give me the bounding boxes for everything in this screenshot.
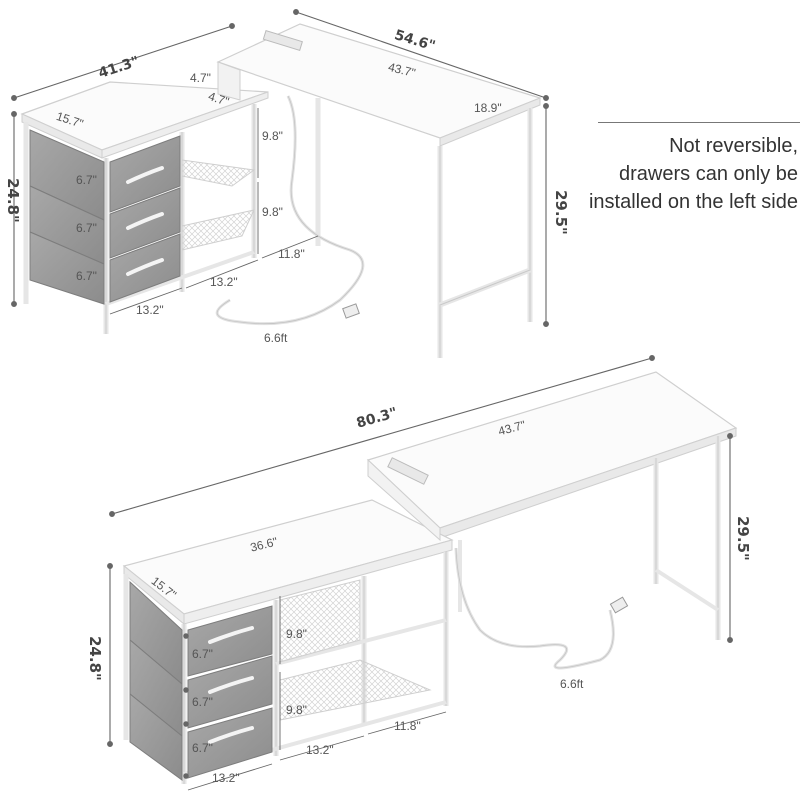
dim-bottom-desk-width: 43.7" bbox=[497, 418, 527, 439]
drawer-handle-3 bbox=[126, 258, 164, 276]
dim-bottom-height-left: 24.8" bbox=[86, 636, 104, 681]
top-shelf-lower bbox=[181, 209, 255, 251]
dim-bottom-cord-length: 6.6ft bbox=[560, 677, 584, 691]
dim-bottom-total-width: 80.3" bbox=[355, 405, 400, 432]
dim-top-drawer-width: 13.2" bbox=[136, 303, 164, 317]
dim-top-drawer2: 6.7" bbox=[76, 221, 97, 235]
dim-bottom-height-right: 29.5" bbox=[734, 516, 752, 561]
note-line-3: installed on the left side bbox=[588, 191, 798, 213]
dim-bottom-cab-top: 36.6" bbox=[249, 534, 279, 554]
dim-bottom-drawer-width: 13.2" bbox=[212, 771, 240, 785]
dim-top-riser-h: 4.7" bbox=[190, 71, 211, 85]
bottom-drawers bbox=[129, 580, 273, 781]
bottom-drawer-handle-2 bbox=[208, 676, 254, 694]
note-divider bbox=[598, 122, 800, 123]
dim-top-riser-w: 4.7" bbox=[207, 89, 231, 109]
bottom-power-cord bbox=[454, 547, 615, 670]
bottom-dimension-labels: 80.3" 43.7" 36.6" 15.7" 24.8" 29.5" 6.7"… bbox=[86, 405, 752, 785]
dim-top-height-left: 24.8" bbox=[4, 178, 22, 223]
dim-bottom-drawer3: 6.7" bbox=[192, 741, 213, 755]
dim-top-drawer3: 6.7" bbox=[76, 269, 97, 283]
bottom-dimension-lines bbox=[107, 355, 733, 791]
top-plug bbox=[342, 303, 360, 319]
dim-top-shelf-width: 11.8" bbox=[278, 247, 305, 261]
dim-top-desk-depth: 18.9" bbox=[474, 101, 502, 115]
top-drawers bbox=[29, 129, 181, 305]
dim-bottom-mid-width: 13.2" bbox=[306, 743, 334, 757]
note-line-2: drawers can only be bbox=[619, 163, 798, 185]
dim-bottom-drawer1: 6.7" bbox=[192, 647, 213, 661]
drawer-handle-2 bbox=[126, 212, 164, 230]
installation-note: Not reversible, drawers can only be inst… bbox=[558, 132, 798, 216]
dim-top-cord-length: 6.6ft bbox=[264, 331, 288, 345]
dim-top-cabinet-width: 41.3" bbox=[97, 54, 142, 82]
bottom-plug bbox=[609, 596, 629, 614]
top-shelf-upper bbox=[181, 159, 256, 187]
bottom-drawer-handle-1 bbox=[208, 626, 254, 644]
dim-top-drawer1: 6.7" bbox=[76, 173, 97, 187]
bottom-power-strip bbox=[387, 457, 429, 485]
dim-bottom-drawer2: 6.7" bbox=[192, 695, 213, 709]
top-dimension-lines bbox=[11, 9, 549, 327]
bottom-drawer-handle-3 bbox=[208, 726, 254, 744]
drawer-handle-1 bbox=[126, 166, 164, 184]
dim-top-shelf1: 9.8" bbox=[262, 129, 283, 143]
top-desk-illustration bbox=[20, 23, 542, 358]
bottom-desk-illustration bbox=[122, 371, 738, 784]
note-line-1: Not reversible, bbox=[669, 135, 798, 157]
dim-bottom-shelf2: 9.8" bbox=[286, 703, 307, 717]
dim-bottom-shelf1: 9.8" bbox=[286, 627, 307, 641]
top-power-strip bbox=[262, 29, 303, 51]
dim-top-mid-width: 13.2" bbox=[210, 275, 238, 289]
dim-top-desk-inner: 43.7" bbox=[387, 60, 417, 80]
dim-top-total-width: 54.6" bbox=[392, 27, 437, 55]
top-power-cord bbox=[215, 95, 365, 326]
dim-top-shelf2: 9.8" bbox=[262, 205, 283, 219]
dim-top-height-right: 29.5" bbox=[552, 190, 570, 235]
dim-bottom-shelf-width: 11.8" bbox=[394, 719, 421, 733]
